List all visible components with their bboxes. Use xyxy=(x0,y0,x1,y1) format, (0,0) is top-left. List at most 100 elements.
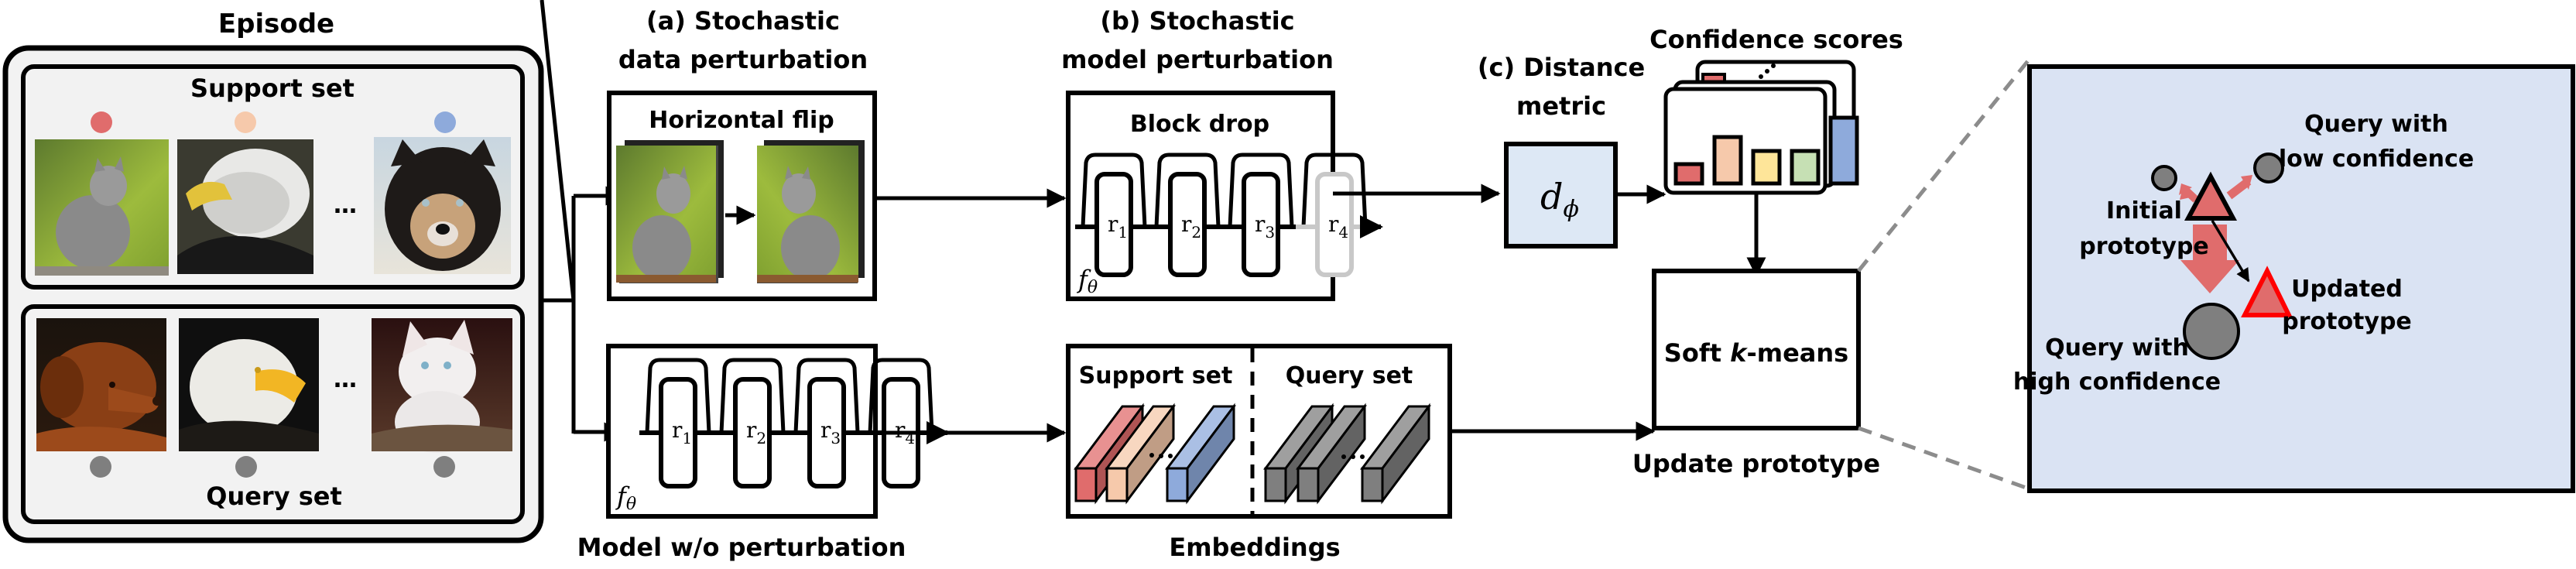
query-set-label: Query set xyxy=(206,482,342,511)
ellipsis-dot xyxy=(1168,454,1173,458)
ellipsis-dot xyxy=(1360,454,1365,459)
residual-block-3 xyxy=(807,377,846,488)
low-conf-label-1: Query with xyxy=(2304,111,2448,138)
residual-block-1 xyxy=(659,377,697,488)
model-perturbation-section: (b) Stochastic model perturbation Block … xyxy=(1061,6,1501,301)
support-embedding-3 xyxy=(1165,403,1236,505)
soft-kmeans-label: Soft k-means xyxy=(1664,338,1848,368)
residual-block-2 xyxy=(1168,172,1207,277)
update-prototype-caption: Update prototype xyxy=(1632,449,1880,478)
confidence-bar-5 xyxy=(1828,115,1859,186)
support-ellipsis: … xyxy=(334,192,357,219)
confidence-bar-3 xyxy=(1751,149,1782,186)
updated-label-1: Updated xyxy=(2291,276,2403,303)
skip-connection xyxy=(645,358,711,434)
query-low-conf-small xyxy=(2151,165,2177,191)
confidence-card-front xyxy=(1663,87,1828,195)
block-drop-label: Block drop xyxy=(1130,111,1269,138)
ellipsis-dot xyxy=(1341,454,1346,459)
confidence-bar-1 xyxy=(1673,162,1704,186)
ellipsis-dot xyxy=(1159,454,1163,458)
distance-title-2: metric xyxy=(1516,91,1606,121)
residual-block-3 xyxy=(1242,172,1280,277)
residual-block-label: r3 xyxy=(1255,211,1275,242)
model-perturbation-title-1: (b) Stochastic xyxy=(1100,6,1294,36)
query-dot-3 xyxy=(433,456,455,478)
data-perturbation-title-1: (a) Stochastic xyxy=(646,6,840,36)
pull-arrows-weak xyxy=(2179,175,2252,203)
ellipsis-dot xyxy=(1149,453,1154,458)
updated-prototype xyxy=(2241,266,2293,317)
residual-block-1 xyxy=(1094,172,1133,277)
high-conf-label-1: Query with xyxy=(2045,334,2189,362)
skip-connection xyxy=(1301,153,1368,228)
query-ellipsis: … xyxy=(334,366,357,393)
distance-title-1: (c) Distance xyxy=(1478,53,1645,82)
support-dot-3 xyxy=(434,111,456,133)
zoom-line-top xyxy=(1857,57,2032,273)
episode-panel: Episode Support set … xyxy=(2,9,544,543)
confidence-section: Confidence scores xyxy=(1649,25,1903,277)
query-dot-2 xyxy=(235,456,257,478)
flipped-image-stack xyxy=(757,140,865,283)
skip-connection xyxy=(1154,153,1221,228)
query-image-dog xyxy=(36,318,166,451)
support-dot-1 xyxy=(91,111,112,133)
updated-label-2: prototype xyxy=(2282,308,2412,335)
initial-label-1: Initial xyxy=(2106,197,2182,225)
low-conf-label-2: low confidence xyxy=(2279,146,2474,173)
query-dot-1 xyxy=(90,456,111,478)
episode-connectors xyxy=(540,0,625,442)
query-high-conf xyxy=(2183,303,2240,360)
query-image-eagle xyxy=(179,318,319,451)
zoom-line-bottom xyxy=(1858,426,2031,492)
residual-block-label: r2 xyxy=(746,417,766,447)
inset-frame xyxy=(2027,64,2575,493)
horizontal-flip-label: Horizontal flip xyxy=(649,107,834,134)
confidence-title: Confidence scores xyxy=(1649,25,1903,54)
residual-block-4 xyxy=(1315,172,1354,277)
support-dot-2 xyxy=(235,111,256,133)
query-embedding-3 xyxy=(1360,403,1431,505)
distance-symbol: dϕ xyxy=(1540,176,1579,223)
residual-block-label: r1 xyxy=(1108,211,1128,242)
original-image-stack xyxy=(616,140,724,283)
residual-block-label: r2 xyxy=(1181,211,1201,242)
data-perturbation-title-2: data perturbation xyxy=(618,45,868,74)
embeddings-section: Support set Query set Embeddings xyxy=(1066,344,1656,562)
skip-connection xyxy=(719,358,786,434)
soft-kmeans-box xyxy=(1652,269,1861,430)
episode-title: Episode xyxy=(218,9,334,39)
model-perturbation-title-2: model perturbation xyxy=(1061,45,1334,74)
support-image-eagle xyxy=(177,139,313,274)
support-image-kitten xyxy=(35,139,169,276)
skip-connection xyxy=(1228,153,1294,228)
residual-block-2 xyxy=(733,377,772,488)
embeddings-label: Embeddings xyxy=(1169,533,1340,562)
block-drop-network: r1 r2 r3 r4 xyxy=(1075,153,1383,277)
skip-connection xyxy=(868,358,934,434)
initial-prototype xyxy=(2184,171,2238,221)
residual-block-label: r1 xyxy=(672,417,692,447)
query-low-conf-right xyxy=(2253,153,2284,183)
embedding-cuboids xyxy=(1074,403,1431,505)
ellipsis-dot xyxy=(1351,454,1355,459)
data-perturbation-section: (a) Stochastic data perturbation Horizon… xyxy=(607,6,1067,301)
skip-connection xyxy=(1081,153,1147,228)
confidence-bar-2 xyxy=(1712,135,1743,186)
initial-label-2: prototype xyxy=(2079,233,2209,260)
high-conf-label-2: high confidence xyxy=(2013,368,2221,396)
residual-block-label: r4 xyxy=(1328,211,1348,242)
emb-query-label: Query set xyxy=(1286,362,1413,389)
support-image-husky xyxy=(374,137,511,274)
prototype-inset: Query with low confidence Initial protot… xyxy=(2013,64,2575,493)
query-image-white-kitten xyxy=(372,318,512,453)
support-set-label: Support set xyxy=(190,74,355,103)
kmeans-section: Soft k-means Update prototype xyxy=(1632,57,2032,492)
confidence-bar-4 xyxy=(1790,149,1821,186)
distance-metric-section: (c) Distance metric dϕ xyxy=(1478,53,1667,249)
plain-model-label: Model w/o perturbation xyxy=(577,533,906,562)
residual-block-label: r3 xyxy=(820,417,841,447)
